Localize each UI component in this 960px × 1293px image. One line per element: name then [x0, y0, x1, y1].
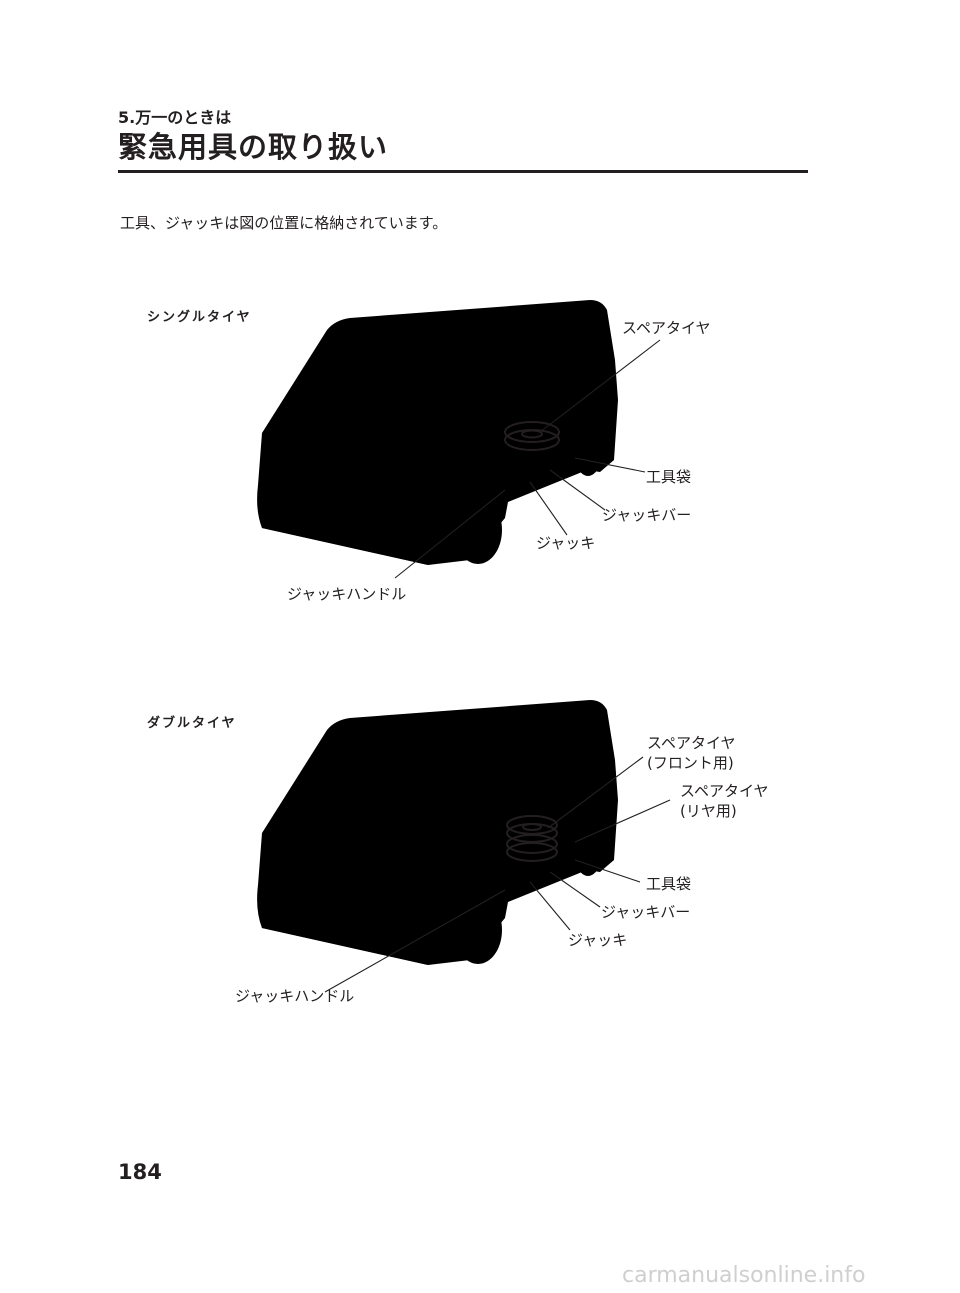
page-title: 緊急用具の取り扱い	[118, 130, 389, 164]
section-heading: 5.万一のときは	[118, 108, 232, 127]
title-rule	[118, 170, 808, 173]
label-jack-handle-2: ジャッキハンドル	[235, 987, 355, 1005]
label-spare-tire: スペアタイヤ	[622, 319, 711, 337]
van-double-tire	[257, 700, 618, 965]
label-spare-tire-front-sub: (フロント用)	[647, 754, 734, 772]
figure-heading-double: ダブルタイヤ	[147, 716, 237, 731]
intro-text: 工具、ジャッキは図の位置に格納されています。	[120, 214, 448, 232]
figure-heading-single: シングルタイヤ	[147, 310, 252, 325]
leader-lines-bottom	[324, 756, 671, 993]
label-spare-tire-front: スペアタイヤ	[647, 734, 736, 752]
label-spare-tire-rear: スペアタイヤ	[680, 782, 769, 800]
label-tool-bag-2: 工具袋	[646, 875, 692, 893]
page-number: 184	[118, 1160, 162, 1184]
label-jack: ジャッキ	[536, 534, 596, 552]
van-single-tire	[257, 300, 618, 565]
watermark: carmanualsonline.info	[622, 1263, 866, 1288]
label-spare-tire-rear-sub: (リヤ用)	[680, 802, 737, 820]
label-jack-bar: ジャッキバー	[602, 506, 692, 524]
label-tool-bag: 工具袋	[646, 468, 692, 486]
leader-lines-top	[394, 339, 661, 579]
spare-tire-shape	[504, 421, 560, 443]
label-jack-bar-2: ジャッキバー	[601, 903, 691, 921]
label-jack-handle: ジャッキハンドル	[287, 585, 407, 603]
label-jack-2: ジャッキ	[568, 931, 628, 949]
